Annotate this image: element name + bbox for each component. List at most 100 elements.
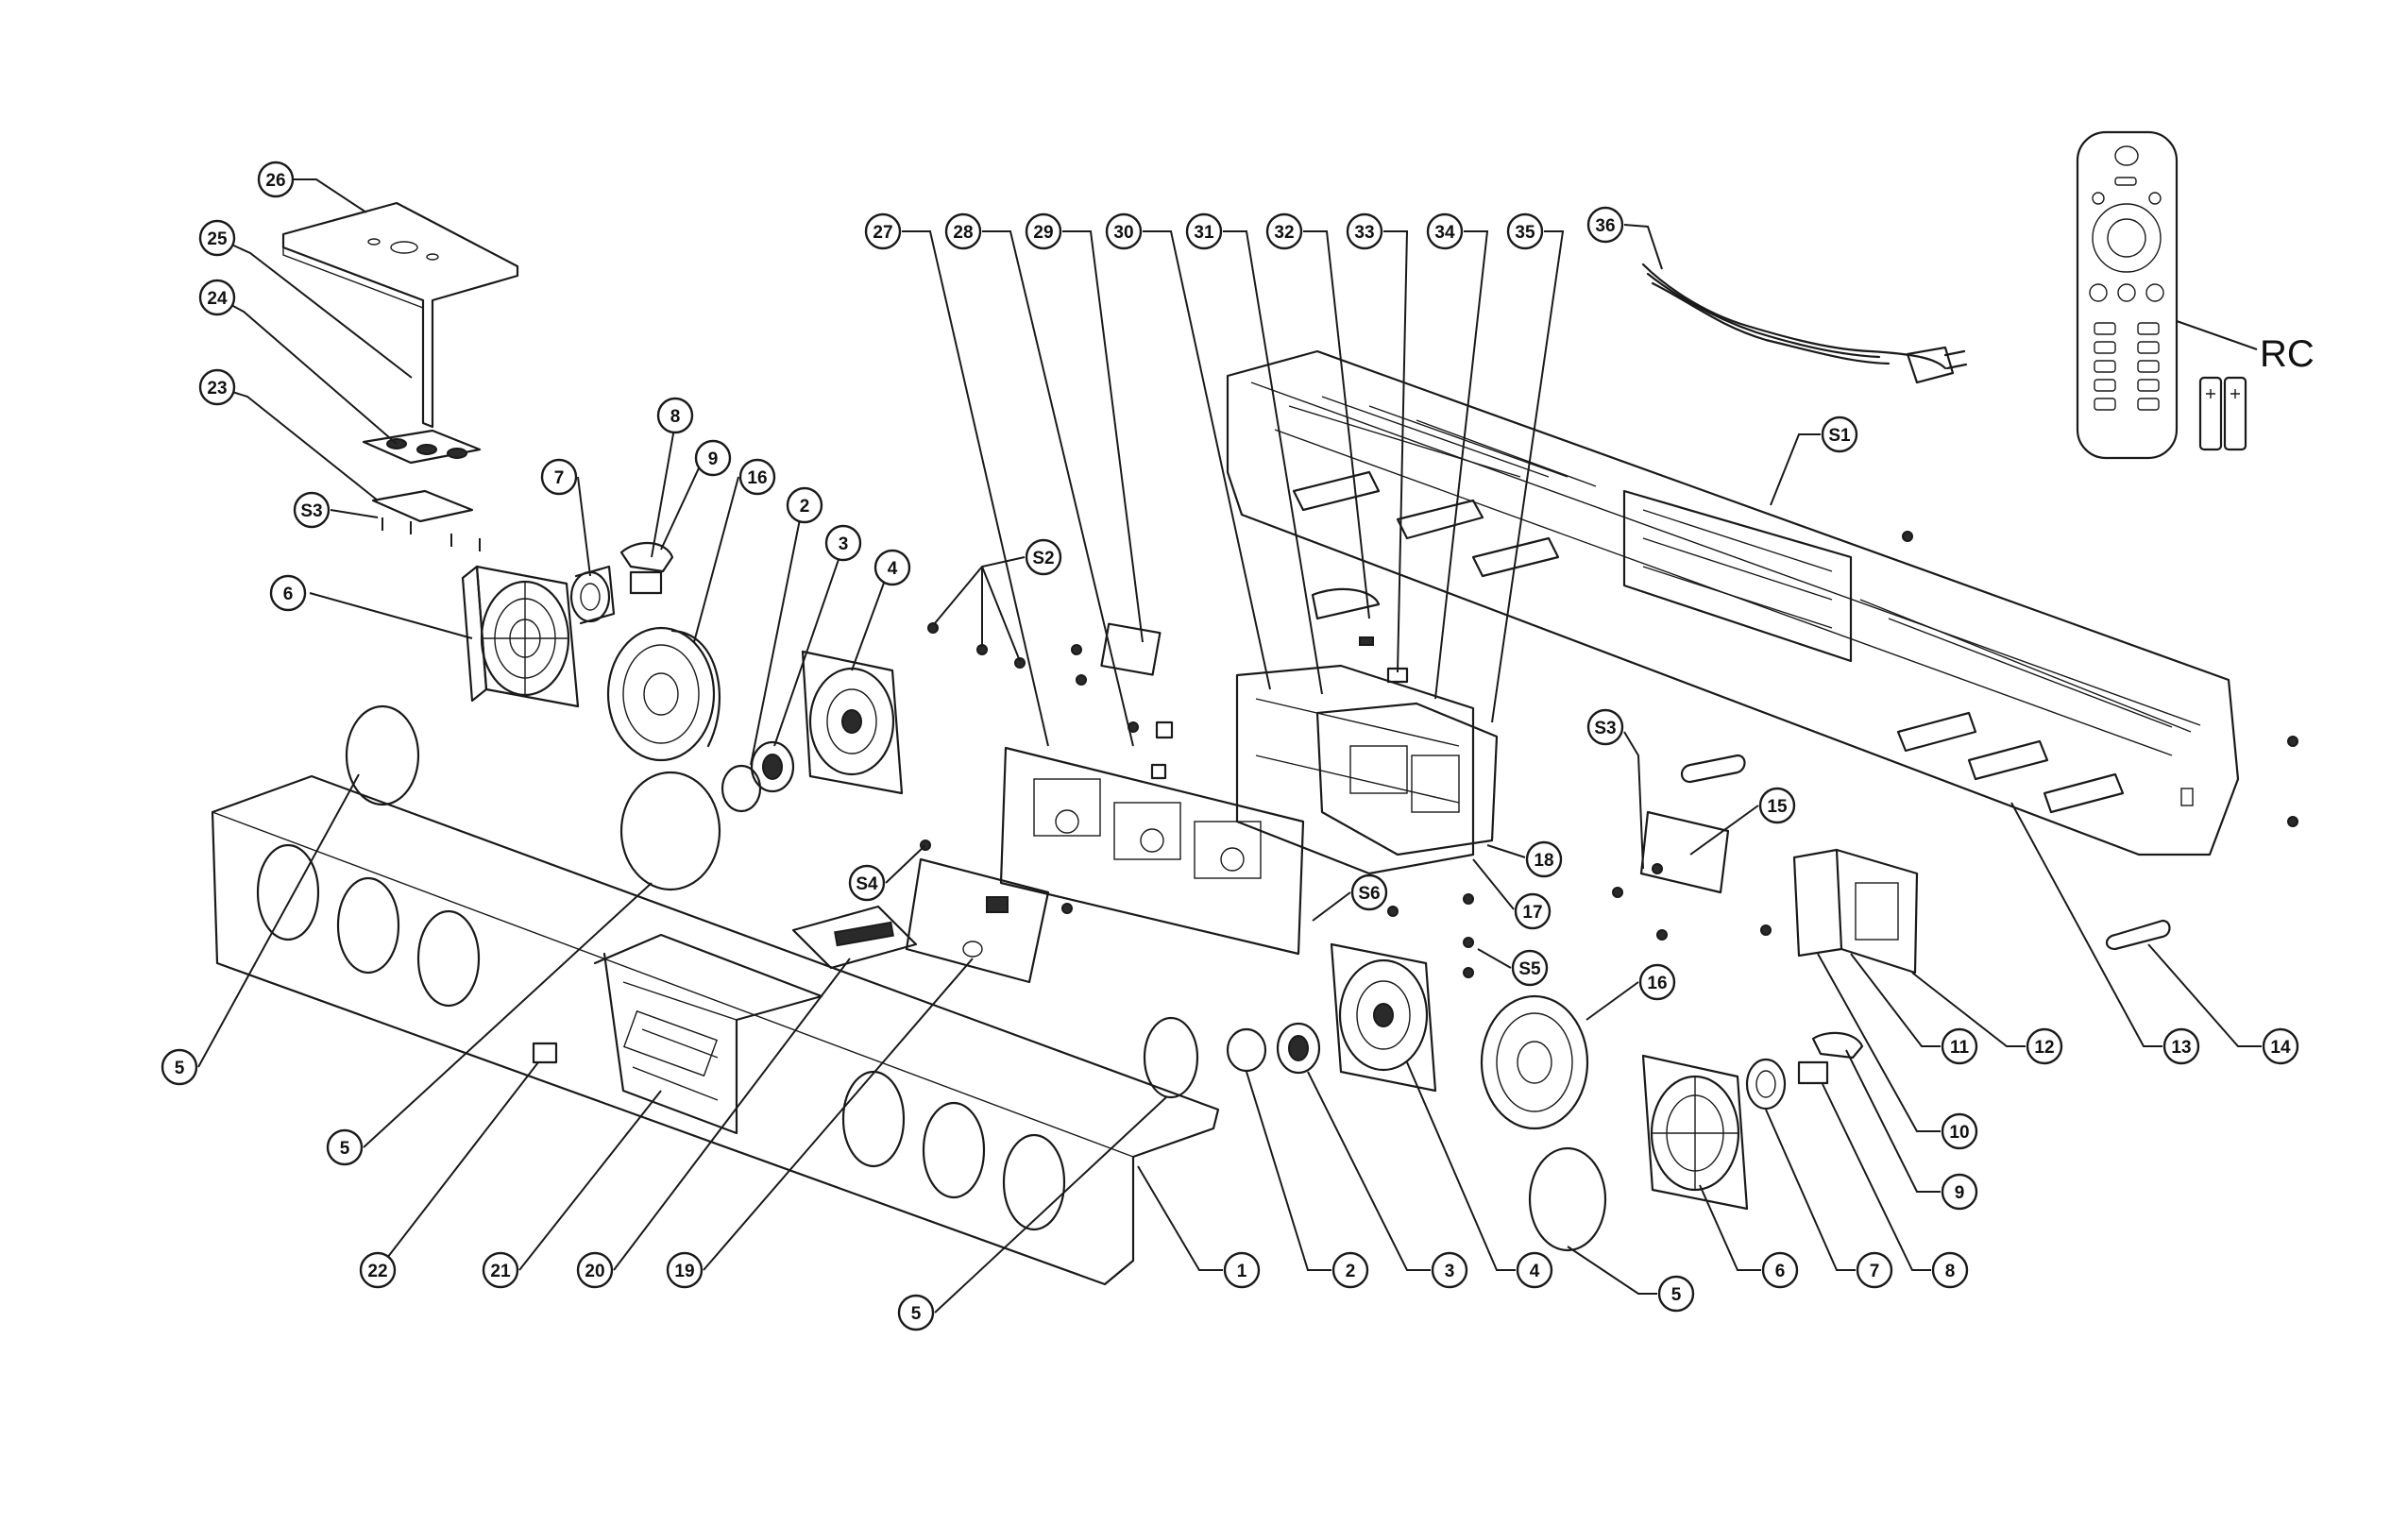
left-tweeter (721, 740, 795, 813)
callout-19: 19 (666, 1251, 704, 1289)
left-midrange-speaker (606, 626, 721, 762)
callout-number: 8 (1945, 1262, 1956, 1281)
left-magnet-assembly (569, 541, 674, 625)
callout-circle (293, 491, 331, 529)
callout-number: 4 (888, 559, 898, 579)
callout-5: 5 (161, 1048, 198, 1086)
callout-circle (1638, 963, 1676, 1001)
callout-10: 10 (1941, 1112, 1978, 1150)
callout-circle (1265, 212, 1303, 250)
callout-number: 3 (1445, 1262, 1455, 1281)
small-connector-board (1100, 622, 1162, 676)
connector-pad-2 (1150, 763, 1167, 780)
callout-circle (1758, 787, 1796, 824)
callout-number: 20 (585, 1262, 604, 1281)
callout-number: S3 (300, 501, 322, 521)
callout-27: 27 (864, 212, 902, 250)
callout-circle (1941, 1173, 1978, 1211)
callout-1: 1 (1223, 1251, 1261, 1289)
top-cover-bracket (281, 201, 519, 429)
connector-pad (1155, 721, 1174, 739)
left-square-speaker (801, 650, 904, 795)
callout-circle (897, 1294, 935, 1331)
rear-cabinet (1226, 349, 2240, 856)
right-square-speaker (1330, 942, 1437, 1093)
callout-s4: S4 (848, 864, 886, 902)
callout-number: 8 (670, 407, 681, 427)
callout-number: 9 (1955, 1183, 1965, 1203)
callout-33: 33 (1346, 212, 1383, 250)
callout-9: 9 (694, 439, 732, 477)
callout-number: 12 (2034, 1038, 2054, 1058)
callout-30: 30 (1105, 212, 1143, 250)
callout-s5: S5 (1511, 949, 1549, 987)
callout-4: 4 (1516, 1251, 1553, 1289)
callout-18: 18 (1525, 840, 1563, 878)
callout-number: 7 (1870, 1262, 1880, 1281)
callout-circle (1657, 1275, 1695, 1313)
callout-circle (873, 549, 911, 586)
callout-number: 13 (2171, 1038, 2191, 1058)
callout-circle (257, 161, 295, 198)
callout-13: 13 (2162, 1027, 2200, 1065)
small-side-board (1639, 810, 1730, 894)
callout-number: 4 (1530, 1262, 1540, 1281)
callout-circle (1821, 415, 1858, 453)
callout-12: 12 (2026, 1027, 2063, 1065)
callout-number: 5 (340, 1139, 350, 1159)
callout-number: 34 (1434, 223, 1455, 243)
callout-number: 16 (1647, 974, 1667, 993)
callout-circle (198, 219, 236, 257)
callout-16: 16 (738, 458, 776, 496)
callout-circle (1856, 1251, 1893, 1289)
callout-20: 20 (576, 1251, 614, 1289)
callout-5: 5 (897, 1294, 935, 1331)
callout-28: 28 (944, 212, 982, 250)
callout-number: 6 (1775, 1262, 1786, 1281)
callout-29: 29 (1025, 212, 1062, 250)
gasket-ring-right (1528, 1146, 1607, 1252)
callout-number: 36 (1595, 216, 1615, 236)
gasket-ring-front (1143, 1016, 1199, 1099)
parts-layer (211, 130, 2298, 1286)
callout-s3: S3 (293, 491, 331, 529)
callout-circle (694, 439, 732, 477)
callout-number: S4 (856, 874, 878, 894)
callout-number: 25 (207, 229, 228, 249)
callout-circle (576, 1251, 614, 1289)
callout-circle (1586, 206, 1624, 244)
callout-number: 29 (1033, 223, 1053, 243)
callout-8: 8 (1931, 1251, 1969, 1289)
callout-circle (1941, 1112, 1978, 1150)
callout-number: 10 (1949, 1123, 1969, 1143)
callout-number: S3 (1594, 719, 1616, 738)
callout-number: S6 (1358, 884, 1380, 904)
callout-8: 8 (656, 397, 694, 434)
callout-circle (359, 1251, 397, 1289)
callout-number: 28 (953, 223, 973, 243)
callout-circle (944, 212, 982, 250)
callout-number: S1 (1828, 426, 1851, 446)
callout-circle (786, 486, 823, 524)
callout-circle (1025, 538, 1062, 576)
callout-number: 31 (1194, 223, 1214, 243)
leader-lines (197, 178, 2262, 1314)
callout-number: 2 (800, 497, 810, 517)
callout-circle (161, 1048, 198, 1086)
callout-circle (1516, 1251, 1553, 1289)
callout-number: 27 (873, 223, 892, 243)
button-strip-assembly (362, 429, 482, 551)
callout-circle (198, 368, 236, 406)
callout-number: 7 (554, 468, 565, 488)
callout-circle (864, 212, 902, 250)
callout-7: 7 (1856, 1251, 1893, 1289)
callout-3: 3 (824, 524, 862, 562)
callout-circle (1350, 873, 1388, 911)
callout-number: 1 (1237, 1262, 1247, 1281)
callout-11: 11 (1941, 1027, 1978, 1065)
callout-number: 6 (283, 585, 294, 604)
callout-circle (1931, 1251, 1969, 1289)
callout-5: 5 (326, 1128, 364, 1166)
